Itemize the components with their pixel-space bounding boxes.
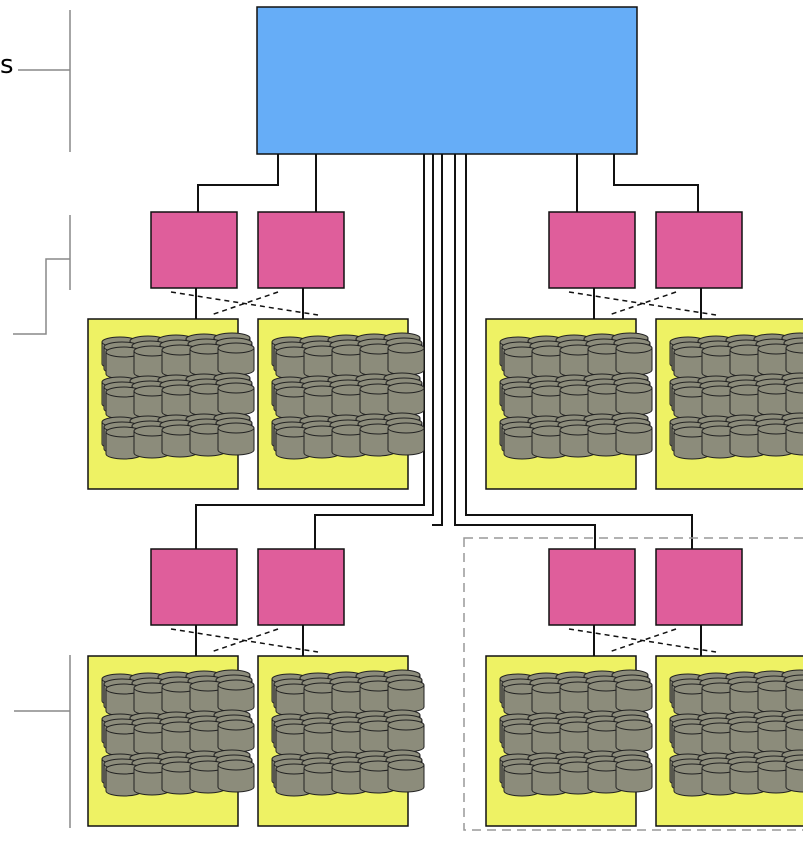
disk-cylinder-icon — [786, 343, 803, 375]
disk-cylinder-icon — [218, 383, 254, 415]
disk-cylinder-icon — [218, 680, 254, 712]
cable-link — [614, 154, 698, 212]
disk-cylinder-icon — [786, 383, 803, 415]
disk-enclosure — [486, 319, 652, 489]
storage-controller — [151, 549, 237, 625]
disk-enclosure — [258, 656, 424, 826]
disk-cylinder-icon — [616, 383, 652, 415]
disk-cylinder-icon — [388, 423, 424, 455]
disk-cylinder-icon — [616, 720, 652, 752]
disk-enclosure — [486, 656, 652, 826]
disk-cylinder-icon — [218, 720, 254, 752]
disk-cylinder-icon — [786, 423, 803, 455]
cable-link — [198, 154, 278, 212]
disk-cylinder-icon — [388, 343, 424, 375]
disk-cylinder-icon — [616, 680, 652, 712]
disk-cylinder-icon — [218, 343, 254, 375]
left-brackets — [13, 10, 70, 828]
disk-cylinder-icon — [218, 760, 254, 792]
cross-cable — [569, 629, 716, 652]
storage-controller — [258, 212, 344, 288]
cross-cable — [569, 292, 716, 315]
cross-cable — [171, 292, 318, 315]
disk-cylinder-icon — [388, 760, 424, 792]
storage-controller — [549, 549, 635, 625]
disk-cylinder-icon — [388, 383, 424, 415]
storage-controller — [151, 212, 237, 288]
disk-enclosure — [258, 319, 424, 489]
disk-cylinder-icon — [388, 680, 424, 712]
disk-cylinder-icon — [388, 720, 424, 752]
central-switch — [257, 7, 637, 154]
disk-enclosure — [656, 319, 803, 489]
disk-enclosure — [88, 656, 254, 826]
disk-enclosure — [656, 656, 803, 826]
disk-cylinder-icon — [218, 423, 254, 455]
disk-cylinder-icon — [786, 760, 803, 792]
bracket-controller-tick — [13, 259, 70, 334]
storage-controller — [549, 212, 635, 288]
disk-cylinder-icon — [616, 760, 652, 792]
disk-cylinder-icon — [616, 343, 652, 375]
storage-controller — [656, 212, 742, 288]
disk-cylinder-icon — [616, 423, 652, 455]
storage-controller — [656, 549, 742, 625]
disk-enclosure — [88, 319, 254, 489]
disk-cylinder-icon — [786, 720, 803, 752]
storage-controller — [258, 549, 344, 625]
cross-cable — [171, 629, 318, 652]
disk-cylinder-icon — [786, 680, 803, 712]
